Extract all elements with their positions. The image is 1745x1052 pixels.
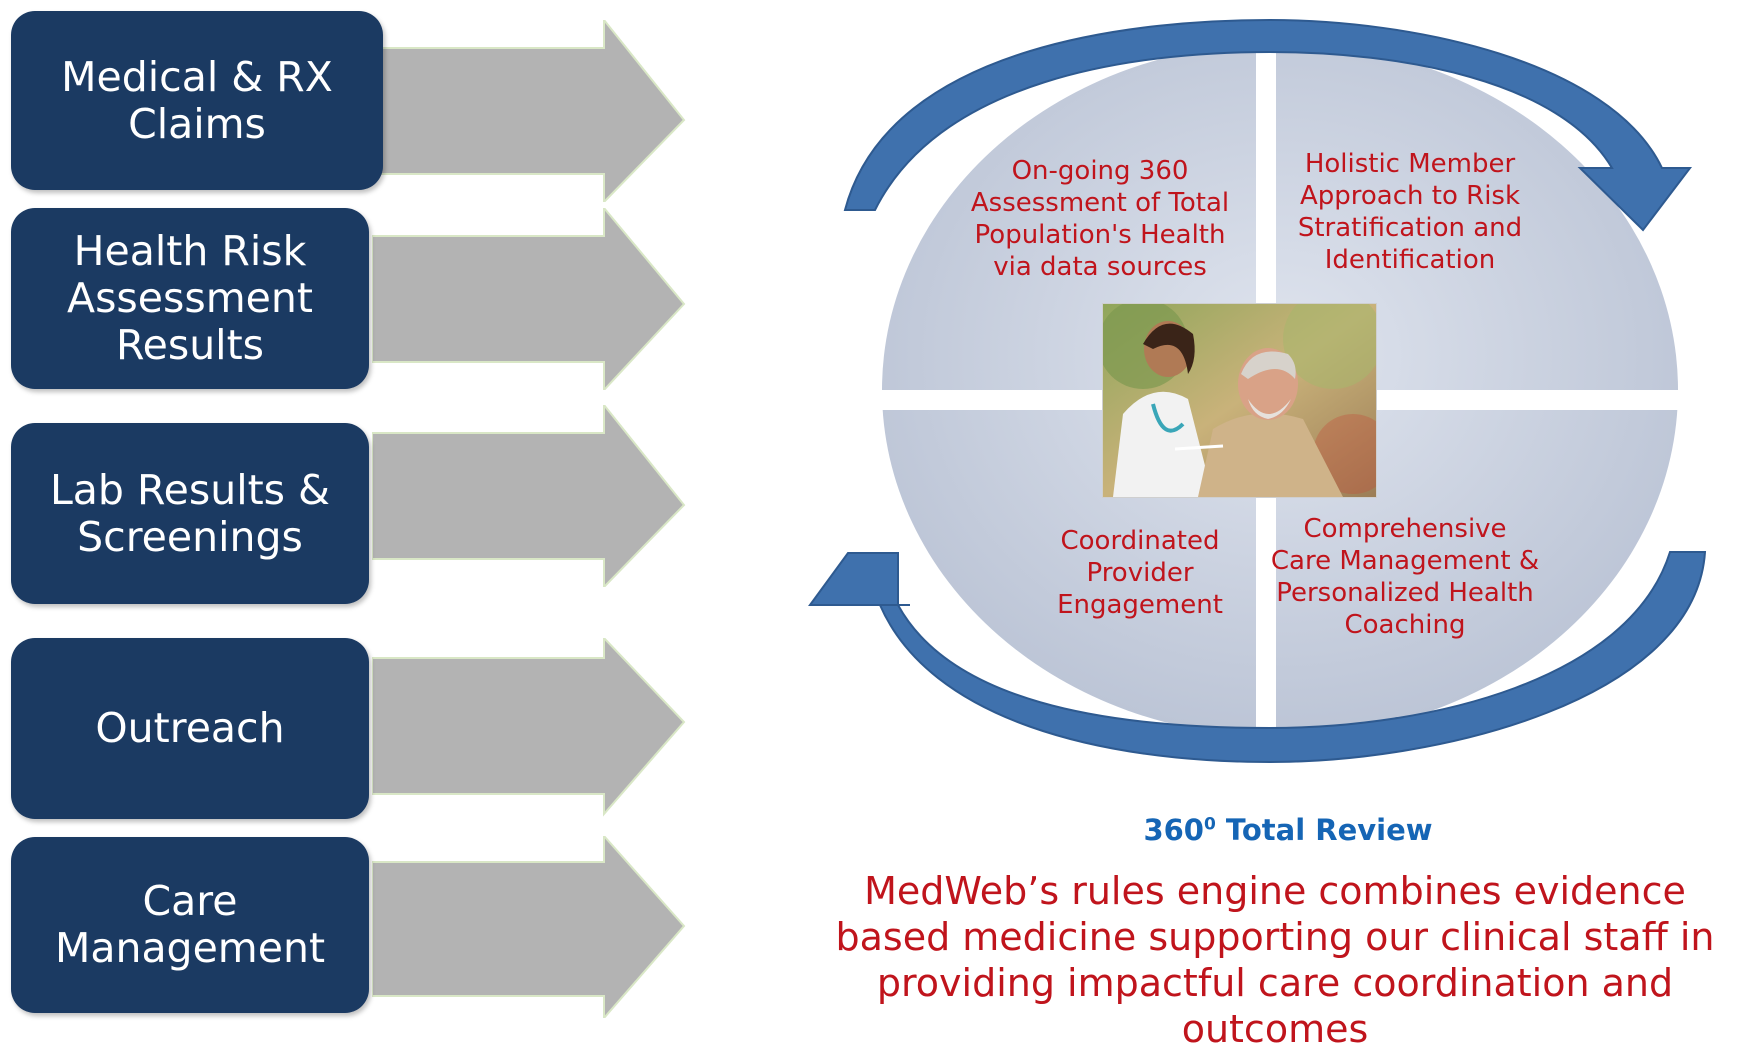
flow-arrow-5 [372,836,686,1018]
quadrant-assessment: On-going 360 Assessment of Total Populat… [970,156,1230,282]
flow-arrow-4 [372,638,686,817]
quadrant-care-management: Comprehensive Care Management & Personal… [1270,514,1540,640]
quadrant-risk-stratification: Holistic Member Approach to Risk Stratif… [1297,149,1523,275]
cycle-arrow-top-icon [843,18,1693,232]
flow-arrow-1 [372,20,686,202]
source-box-claims: Medical & RX Claims [11,11,383,190]
review-title: 3600 Total Review [1143,813,1433,847]
cycle-arrow-bottom-icon [808,551,1707,764]
source-box-hra: Health Risk Assessment Results [11,208,369,389]
flow-arrow-2 [372,208,686,390]
source-label: Health Risk Assessment Results [67,227,313,369]
flow-arrow-3 [372,405,686,587]
source-box-lab: Lab Results & Screenings [11,423,369,604]
nurse-with-elderly-patient-photo [1102,303,1377,498]
source-label: Care Management [54,877,326,972]
source-label: Medical & RX Claims [61,52,333,148]
quadrant-provider-engagement: Coordinated Provider Engagement [1057,526,1223,620]
source-label: Lab Results & Screenings [49,465,331,561]
source-box-outreach: Outreach [11,638,369,819]
source-label: Outreach [95,704,285,752]
source-box-care: Care Management [11,837,369,1013]
description-text: MedWeb’s rules engine combines evidence … [835,869,1715,1051]
